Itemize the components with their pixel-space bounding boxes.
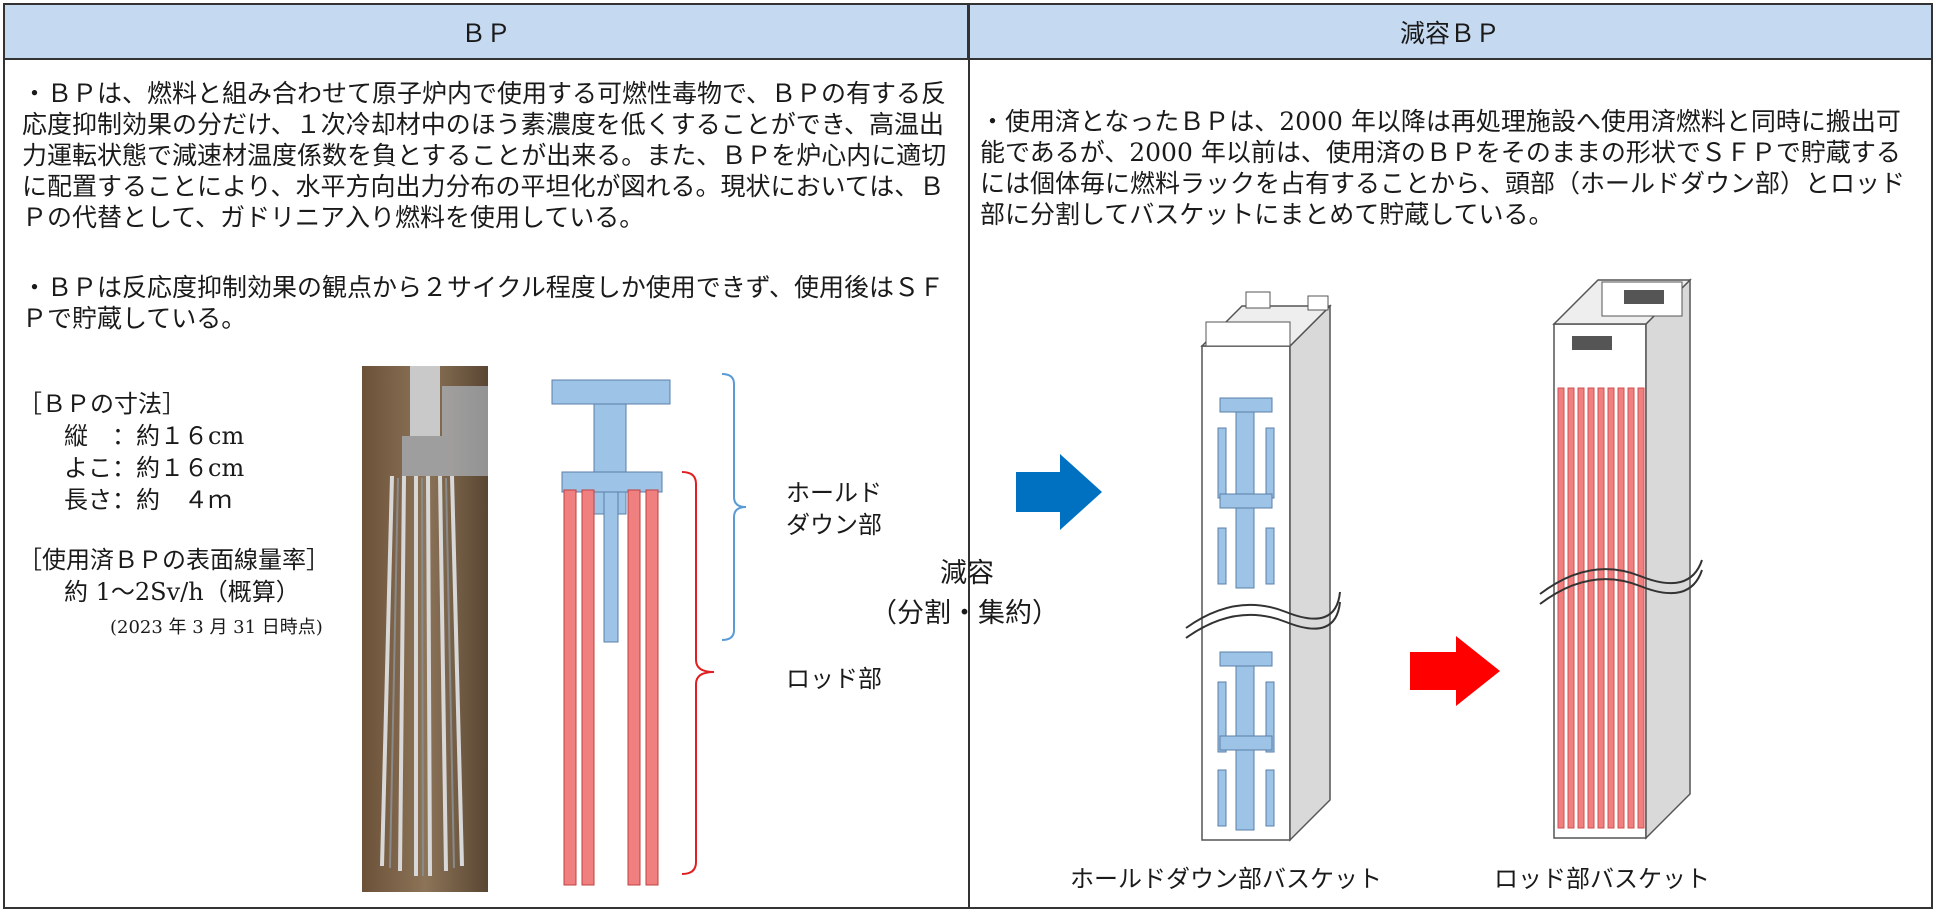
header-bp-text: ＢＰ	[460, 18, 511, 48]
volume-reduction-arrow	[1016, 454, 1102, 530]
holddown-bracket	[721, 373, 747, 641]
header-reduced-bp-text: 減容ＢＰ	[1399, 18, 1500, 48]
red-arrow	[1410, 636, 1500, 706]
rod-label: ロッド部	[786, 665, 882, 693]
dose-date: (2023 年 3 月 31 日時点)	[110, 617, 323, 638]
bp-photo	[362, 366, 488, 892]
bp-schematic	[551, 379, 671, 886]
rod-basket-caption: ロッド部バスケット	[1494, 865, 1710, 893]
holddown-basket-caption: ホールドダウン部バスケット	[1070, 865, 1382, 893]
bp-description: ・ＢＰは、燃料と組み合わせて原子炉内で使用する可燃性毒物で、ＢＰの有する反応度抑…	[22, 79, 947, 232]
holddown-label-2: ダウン部	[786, 511, 882, 539]
reduced-bp-description: ・使用済となったＢＰは、2000 年以降は再処理施設へ使用済燃料と同時に搬出可能…	[980, 107, 1906, 229]
header-bp: ＢＰ	[5, 5, 969, 60]
rod-bracket	[681, 471, 715, 875]
holddown-label-1: ホールド	[786, 479, 882, 507]
dims-title: ［ＢＰの寸法］	[18, 390, 186, 418]
dose-title: ［使用済ＢＰの表面線量率］	[18, 546, 330, 574]
holddown-basket	[1185, 291, 1341, 842]
column-divider	[968, 5, 970, 907]
header-reduced-bp: 減容ＢＰ	[969, 5, 1931, 60]
rod-basket	[1539, 278, 1703, 840]
comparison-table: ＢＰ 減容ＢＰ	[3, 3, 1933, 909]
bp-storage-note: ・ＢＰは反応度抑制効果の観点から２サイクル程度しか使用できず、使用後はＳＦＰで貯…	[22, 273, 945, 333]
dim-length: 長さ：約 ４ｍ	[64, 486, 232, 514]
dim-height: 縦 ：約１６cm	[64, 422, 245, 450]
dim-width: よこ：約１６cm	[64, 454, 245, 482]
dose-value: 約 1～2Sv/h（概算）	[64, 578, 300, 606]
volume-reduction-label: 減容	[940, 558, 994, 589]
volume-reduction-process: （分割・集約）	[870, 598, 1059, 629]
